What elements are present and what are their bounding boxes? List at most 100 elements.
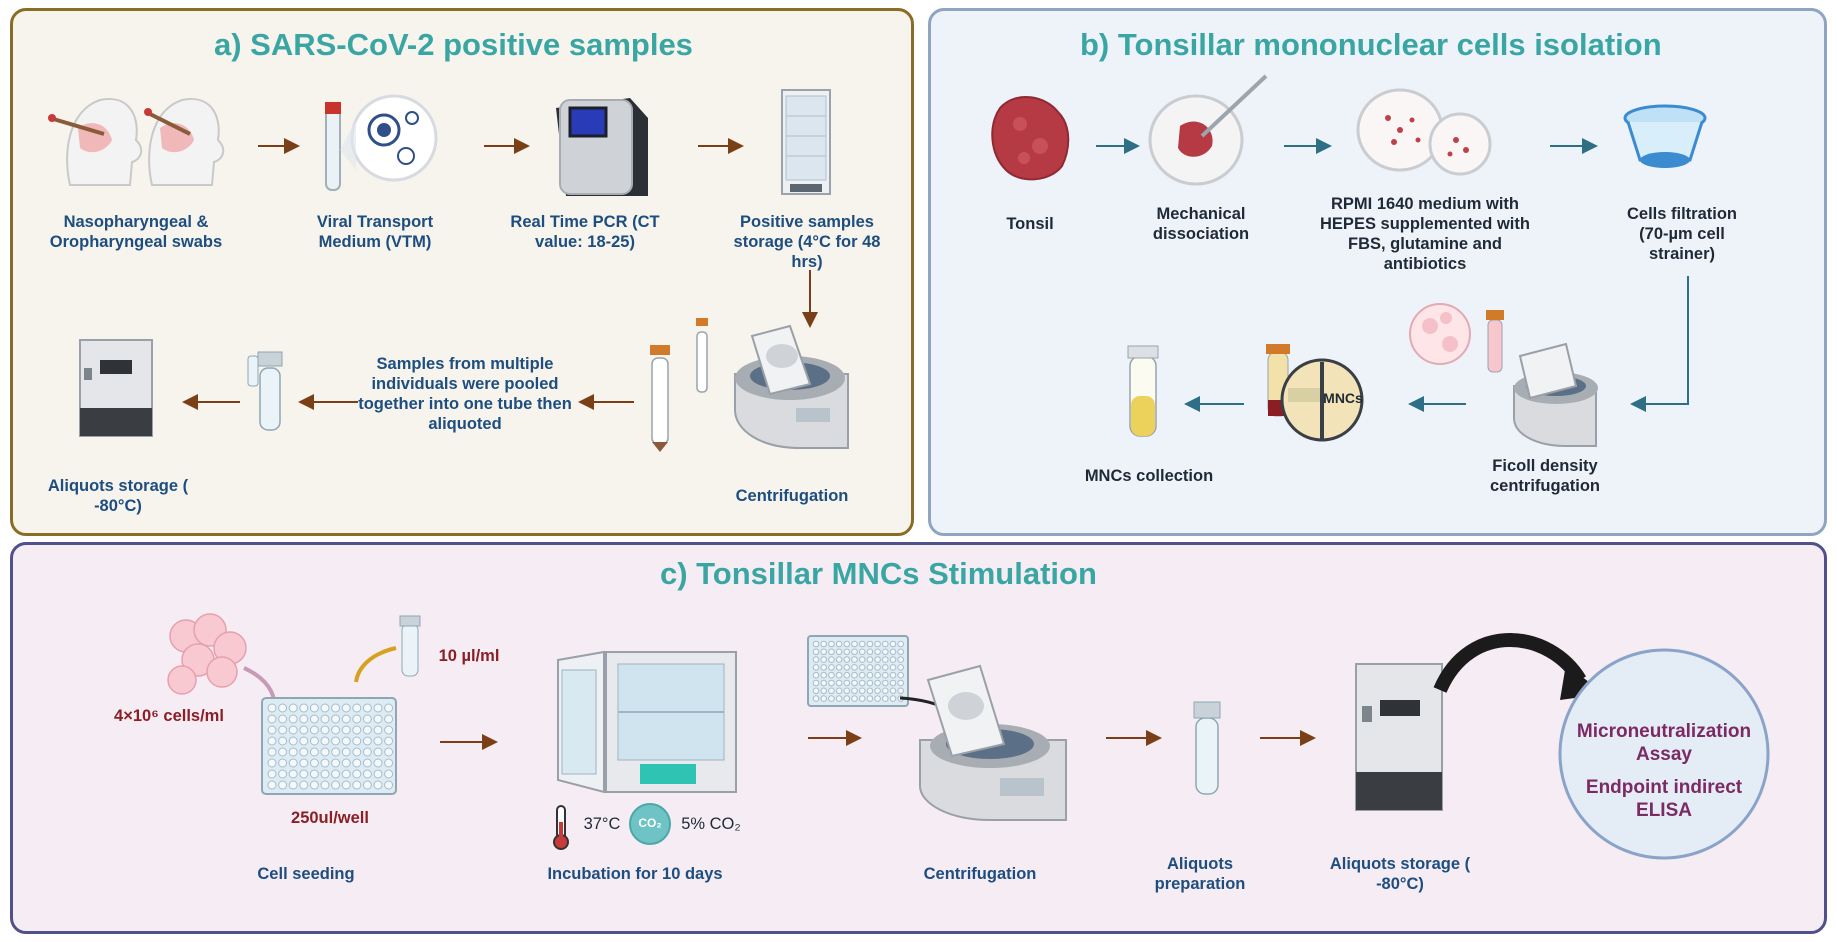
well bbox=[341, 703, 351, 713]
well bbox=[384, 747, 394, 757]
well bbox=[828, 656, 835, 663]
well bbox=[288, 780, 298, 790]
well bbox=[331, 714, 341, 724]
well bbox=[897, 671, 905, 679]
well bbox=[362, 736, 372, 746]
well bbox=[882, 671, 889, 679]
well bbox=[858, 664, 866, 671]
label-temp: 37°C bbox=[583, 815, 621, 833]
well bbox=[384, 703, 394, 713]
well bbox=[320, 780, 330, 790]
label-mechanical: Mechanical dissociation bbox=[1152, 205, 1250, 244]
well bbox=[331, 725, 341, 735]
well bbox=[352, 747, 362, 757]
label-elisa: Endpoint indirect ELISA bbox=[1585, 777, 1743, 822]
well bbox=[897, 640, 905, 648]
well bbox=[278, 780, 288, 790]
well bbox=[812, 671, 820, 679]
freezer-a-icon bbox=[79, 339, 153, 437]
freezer-c-icon bbox=[1355, 663, 1443, 811]
well bbox=[384, 714, 394, 724]
mncs-tube-icon bbox=[1127, 345, 1159, 437]
well bbox=[352, 736, 362, 746]
well bbox=[309, 747, 319, 757]
label-rpmi: RPMI 1640 medium with HEPES supplemented… bbox=[1320, 195, 1530, 274]
label-microneutralization: Microneutralization Assay bbox=[1576, 721, 1752, 766]
well bbox=[362, 780, 372, 790]
well bbox=[373, 725, 383, 735]
panel-c-title: c) Tonsillar MNCs Stimulation bbox=[660, 556, 1097, 591]
well bbox=[866, 695, 874, 702]
well bbox=[851, 656, 858, 663]
well bbox=[889, 687, 897, 695]
well bbox=[267, 769, 277, 779]
well bbox=[882, 640, 889, 648]
cell-curved-arrow bbox=[243, 666, 276, 701]
well bbox=[373, 769, 383, 779]
label-swabs: Nasopharyngeal & Oropharyngeal swabs bbox=[49, 213, 223, 252]
incubator-icon bbox=[557, 650, 737, 794]
well bbox=[299, 747, 309, 757]
well bbox=[341, 769, 351, 779]
well bbox=[866, 656, 874, 663]
well bbox=[889, 671, 897, 679]
dose-tube-icon bbox=[399, 615, 421, 677]
well bbox=[278, 758, 288, 768]
well bbox=[320, 769, 330, 779]
well bbox=[812, 656, 820, 663]
well bbox=[828, 695, 835, 702]
well bbox=[320, 747, 330, 757]
well bbox=[309, 725, 319, 735]
well bbox=[288, 714, 298, 724]
well bbox=[299, 736, 309, 746]
panel-a bbox=[10, 8, 914, 536]
well bbox=[874, 695, 881, 702]
well bbox=[889, 664, 897, 671]
well bbox=[812, 687, 820, 695]
well bbox=[384, 736, 394, 746]
arrow-b4 bbox=[1630, 276, 1689, 412]
label-mncs-collection: MNCs collection bbox=[1084, 467, 1214, 485]
label-cells-conc: 4×10⁶ cells/ml bbox=[114, 707, 224, 725]
label-centrifugation-a: Centrifugation bbox=[735, 487, 849, 505]
centrifuge-a-icon bbox=[734, 324, 849, 449]
well bbox=[882, 648, 889, 656]
well bbox=[373, 747, 383, 757]
aliquot-tube-c-icon bbox=[1193, 701, 1221, 795]
well bbox=[858, 656, 866, 663]
well bbox=[820, 640, 828, 648]
label-centrifugation-c: Centrifugation bbox=[923, 865, 1037, 883]
well bbox=[341, 780, 351, 790]
label-incubation: Incubation for 10 days bbox=[547, 865, 723, 883]
label-aliquots-storage-c: Aliquots storage ( -80°C) bbox=[1329, 855, 1471, 894]
well bbox=[352, 714, 362, 724]
well bbox=[874, 656, 881, 663]
well bbox=[843, 679, 851, 687]
label-co2-badge: CO₂ bbox=[638, 816, 662, 830]
well bbox=[851, 695, 858, 702]
tonsil-icon bbox=[991, 95, 1070, 181]
well bbox=[889, 695, 897, 702]
well bbox=[851, 679, 858, 687]
well bbox=[889, 679, 897, 687]
well bbox=[341, 714, 351, 724]
well bbox=[835, 640, 843, 648]
well bbox=[889, 648, 897, 656]
well bbox=[362, 725, 372, 735]
well bbox=[858, 648, 866, 656]
well bbox=[828, 664, 835, 671]
well bbox=[820, 679, 828, 687]
well bbox=[299, 703, 309, 713]
well bbox=[352, 758, 362, 768]
panel-b-title: b) Tonsillar mononuclear cells isolation bbox=[1080, 27, 1662, 62]
well bbox=[882, 664, 889, 671]
well bbox=[341, 758, 351, 768]
well bbox=[331, 736, 341, 746]
well bbox=[882, 679, 889, 687]
well bbox=[843, 656, 851, 663]
well bbox=[299, 714, 309, 724]
well bbox=[278, 714, 288, 724]
well bbox=[812, 679, 820, 687]
assays-circle bbox=[1558, 648, 1770, 860]
well bbox=[828, 648, 835, 656]
